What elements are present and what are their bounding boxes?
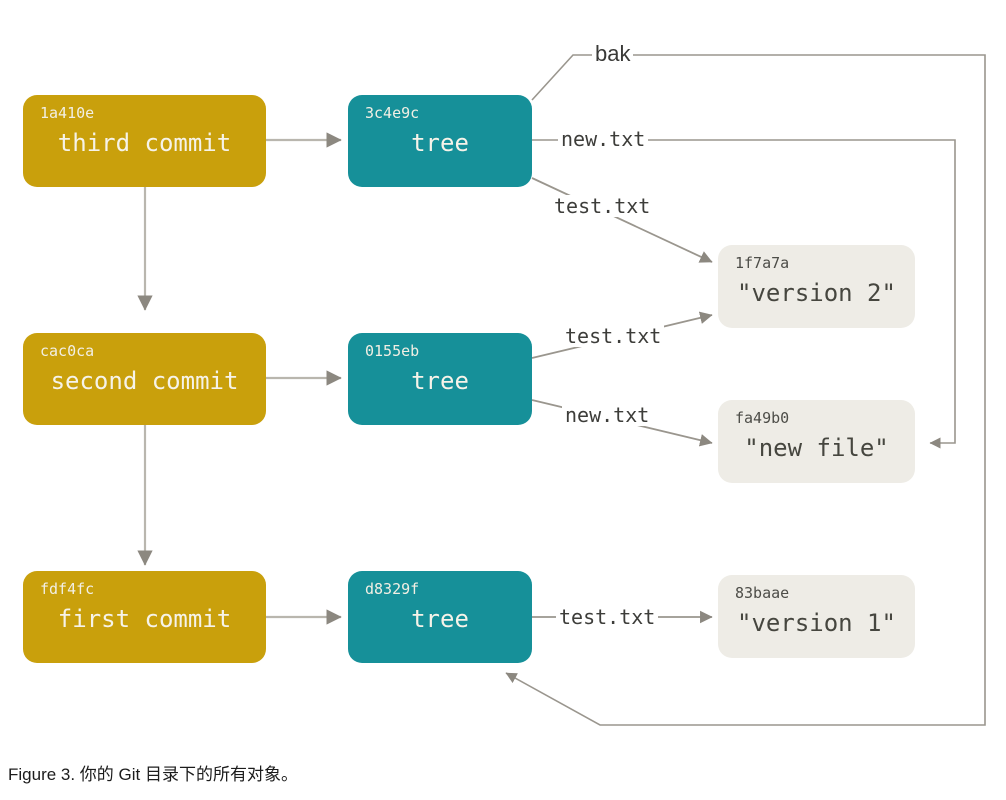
blob-hash: 1f7a7a	[735, 254, 790, 272]
edge-label-new-txt-top: new.txt	[558, 128, 649, 150]
commit-hash: cac0ca	[40, 342, 95, 360]
commit-title: third commit	[57, 129, 232, 157]
commit-node-1a410e[interactable]: 1a410e third commit	[23, 95, 266, 187]
edge-label-test-txt-mid: test.txt	[562, 325, 665, 347]
tree-node-d8329f[interactable]: d8329f tree	[348, 571, 532, 663]
commit-hash: 1a410e	[40, 104, 95, 122]
blob-node-83baae[interactable]: 83baae "version 1"	[718, 575, 915, 658]
blob-title: "version 2"	[737, 279, 896, 307]
commit-title: first commit	[57, 605, 232, 633]
tree-hash: d8329f	[365, 580, 420, 598]
edge-tree-3c4e9c-test-txt	[531, 177, 713, 263]
tree-hash: 3c4e9c	[365, 104, 420, 122]
blob-node-fa49b0[interactable]: fa49b0 "new file"	[718, 400, 915, 483]
tree-title: tree	[411, 605, 469, 633]
tree-node-3c4e9c[interactable]: 3c4e9c tree	[348, 95, 532, 187]
blob-hash: 83baae	[735, 584, 790, 602]
tree-node-0155eb[interactable]: 0155eb tree	[348, 333, 532, 425]
blob-title: "new file"	[744, 434, 889, 462]
edge-tree-3c4e9c-new-txt	[532, 139, 956, 449]
edge-label-test-txt-top: test.txt	[551, 195, 654, 217]
commit-hash: fdf4fc	[40, 580, 95, 598]
edge-label-new-txt-mid: new.txt	[562, 404, 653, 426]
blob-node-1f7a7a[interactable]: 1f7a7a "version 2"	[718, 245, 915, 328]
commit-title: second commit	[50, 367, 239, 395]
tree-hash: 0155eb	[365, 342, 420, 360]
tree-title: tree	[411, 129, 469, 157]
edge-label-bak: bak	[592, 41, 634, 67]
figure-caption: Figure 3. 你的 Git 目录下的所有对象。	[8, 765, 298, 784]
edge-tree-3c4e9c-bak	[505, 54, 986, 726]
commit-node-fdf4fc[interactable]: fdf4fc first commit	[23, 571, 266, 663]
blob-hash: fa49b0	[735, 409, 790, 427]
tree-title: tree	[411, 367, 469, 395]
edge-label-test-txt-bottom: test.txt	[556, 606, 659, 628]
commit-node-cac0ca[interactable]: cac0ca second commit	[23, 333, 266, 425]
blob-title: "version 1"	[737, 609, 896, 637]
